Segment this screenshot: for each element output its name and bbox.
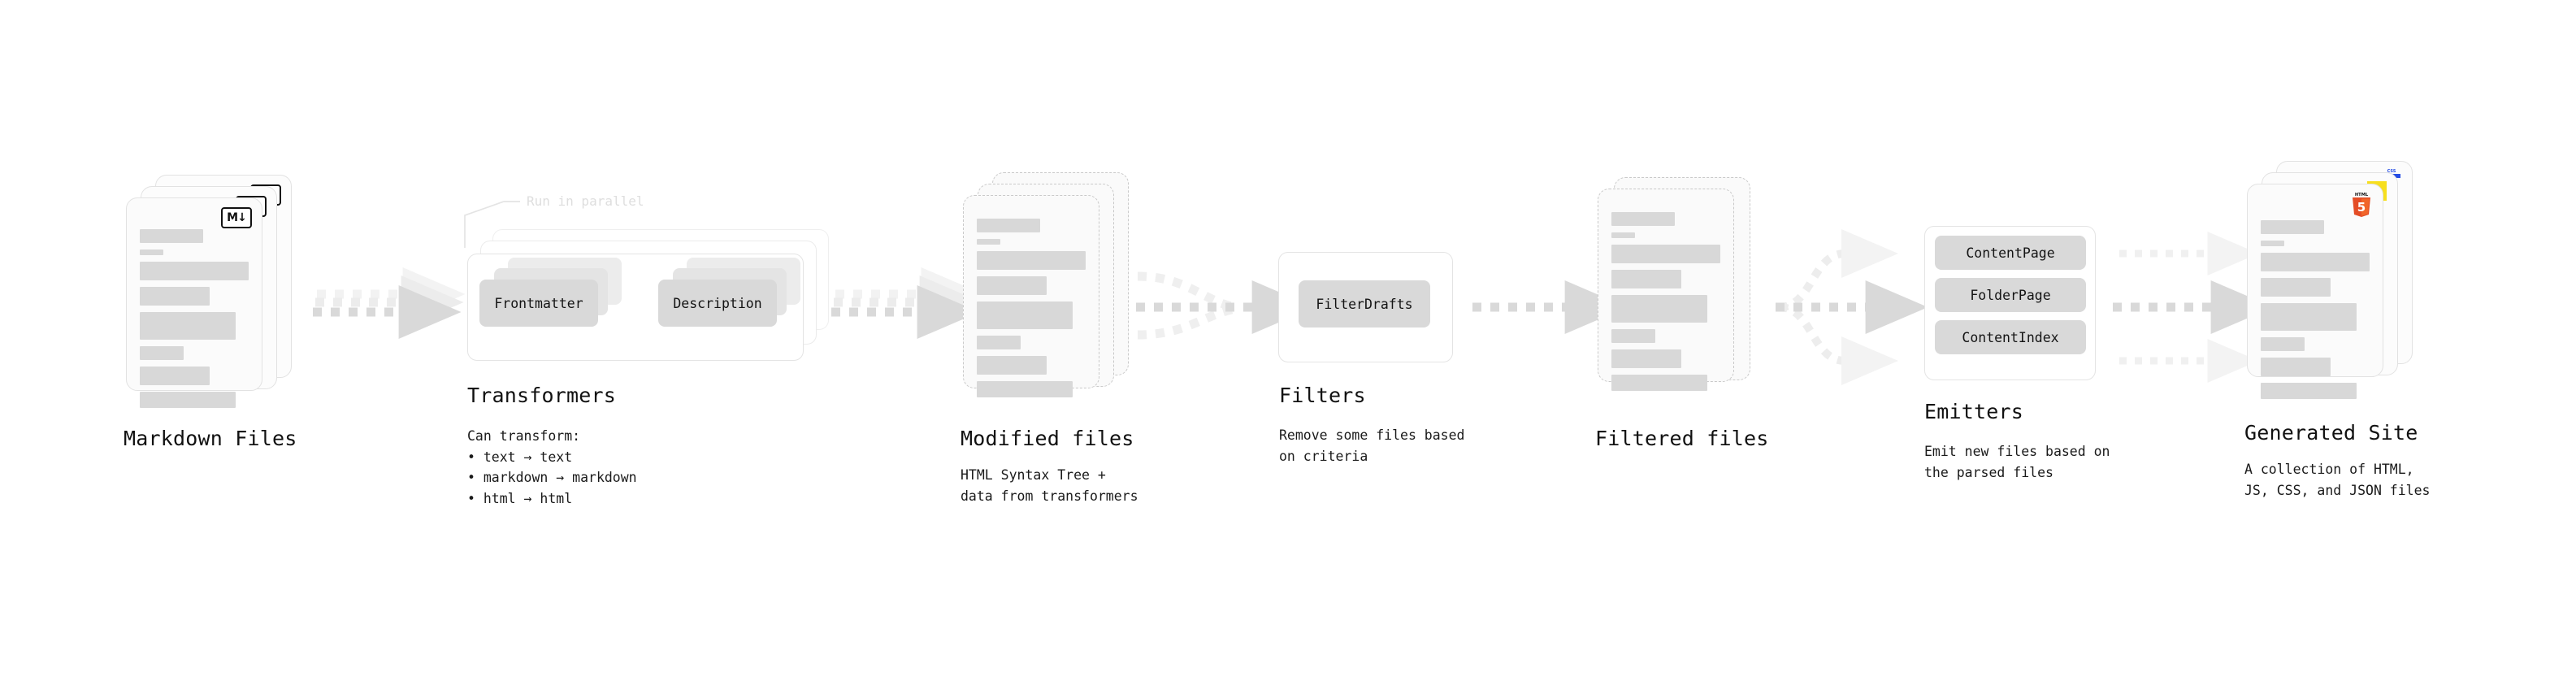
stage-markdown-files: M↓ M↓ M↓ Markdown Files: [0, 0, 317, 681]
svg-text:5: 5: [2357, 200, 2366, 215]
chip-frontmatter[interactable]: Frontmatter: [479, 280, 598, 327]
modified-doc-front[interactable]: [963, 195, 1099, 397]
label-modified-files: Modified files: [961, 427, 1134, 450]
skeleton-bar: [140, 287, 210, 306]
arrow-modified-to-filters: [1136, 271, 1315, 340]
stage-generated-site: CSS HTML 5: [0, 0, 2430, 681]
stage-modified-files: Modified files HTML Syntax Tree + data f…: [0, 0, 1138, 681]
skeleton-bar: [2261, 303, 2357, 331]
skeleton-bar: [140, 262, 249, 280]
stage-filtered-files: Filtered files: [0, 0, 1768, 681]
label-emitters: Emitters: [1924, 400, 2024, 423]
desc-emitters: Emit new files based on the parsed files: [1924, 444, 2110, 480]
desc-generated-site: A collection of HTML, JS, CSS, and JSON …: [2244, 462, 2431, 498]
filtered-doc-skeleton: [1611, 212, 1720, 397]
chip-filterdrafts[interactable]: FilterDrafts: [1299, 280, 1430, 327]
css-badge-text: CSS: [2387, 169, 2396, 174]
svg-text:HTML: HTML: [2355, 193, 2369, 197]
skeleton-bar: [140, 392, 236, 408]
chip-description[interactable]: Description: [658, 280, 777, 327]
skeleton-bar: [1611, 329, 1655, 343]
html5-badge: HTML 5: [2350, 191, 2373, 221]
modified-doc-skeleton: [977, 219, 1086, 404]
skeleton-bar: [2261, 241, 2285, 246]
skeleton-bar: [977, 356, 1047, 375]
chip-folderpage[interactable]: FolderPage: [1935, 278, 2086, 312]
desc-filters: Remove some files based on criteria: [1279, 427, 1465, 464]
skeleton-bar: [2261, 358, 2331, 376]
skeleton-bar: [140, 346, 184, 360]
skeleton-bar: [2261, 253, 2370, 271]
desc-transformers: Can transform: • text → text • markdown …: [467, 428, 637, 506]
arrow-emitters-to-site: [2113, 232, 2274, 383]
stage-transformers: Run in parallel Frontmatter Description …: [0, 0, 837, 681]
skeleton-bar: [1611, 232, 1636, 238]
stage-filters: FilterDrafts Filters Remove some files b…: [0, 0, 1464, 681]
skeleton-bar: [977, 276, 1047, 295]
skeleton-bar: [977, 239, 1001, 245]
label-filters: Filters: [1279, 384, 1366, 407]
skeleton-bar: [1611, 245, 1720, 263]
skeleton-bar: [2261, 220, 2324, 234]
arrow-transformers-to-modified: [831, 267, 984, 339]
skeleton-bar: [2261, 383, 2357, 399]
skeleton-bar: [977, 219, 1040, 232]
html5-shield-icon: HTML 5: [2353, 193, 2370, 217]
skeleton-bar: [2261, 337, 2305, 351]
chip-contentpage[interactable]: ContentPage: [1935, 236, 2086, 270]
skeleton-bar: [140, 249, 164, 255]
label-generated-site: Generated Site: [2244, 421, 2418, 445]
markdown-doc-front[interactable]: M↓: [126, 197, 262, 408]
skeleton-bar: [1611, 349, 1681, 368]
skeleton-bar: [977, 251, 1086, 270]
skeleton-bar: [1611, 295, 1707, 323]
markdown-badge: M↓: [221, 207, 252, 228]
skeleton-bar: [140, 367, 210, 385]
skeleton-bar: [977, 301, 1073, 329]
skeleton-bar: [977, 336, 1021, 349]
skeleton-bar: [140, 312, 236, 340]
skeleton-bar: [2261, 278, 2331, 297]
label-filtered-files: Filtered files: [1595, 427, 1769, 450]
markdown-doc-skeleton: [140, 229, 249, 414]
skeleton-bar: [1611, 375, 1707, 391]
skeleton-bar: [140, 229, 203, 243]
desc-modified-files: HTML Syntax Tree + data from transformer…: [961, 467, 1138, 504]
chip-contentindex[interactable]: ContentIndex: [1935, 320, 2086, 354]
skeleton-bar: [1611, 212, 1675, 226]
generated-doc-front[interactable]: HTML 5: [2247, 184, 2383, 399]
arrow-filtered-to-emitters: [1776, 229, 1928, 385]
skeleton-bar: [977, 381, 1073, 397]
filtered-doc-front[interactable]: [1598, 189, 1734, 391]
skeleton-bar: [1611, 270, 1681, 288]
note-run-in-parallel: Run in parallel: [527, 193, 644, 209]
generated-doc-skeleton: [2261, 220, 2370, 406]
label-transformers: Transformers: [467, 384, 617, 407]
label-markdown-files: Markdown Files: [124, 427, 297, 450]
stage-emitters: ContentPage FolderPage ContentIndex Emit…: [0, 0, 2110, 681]
